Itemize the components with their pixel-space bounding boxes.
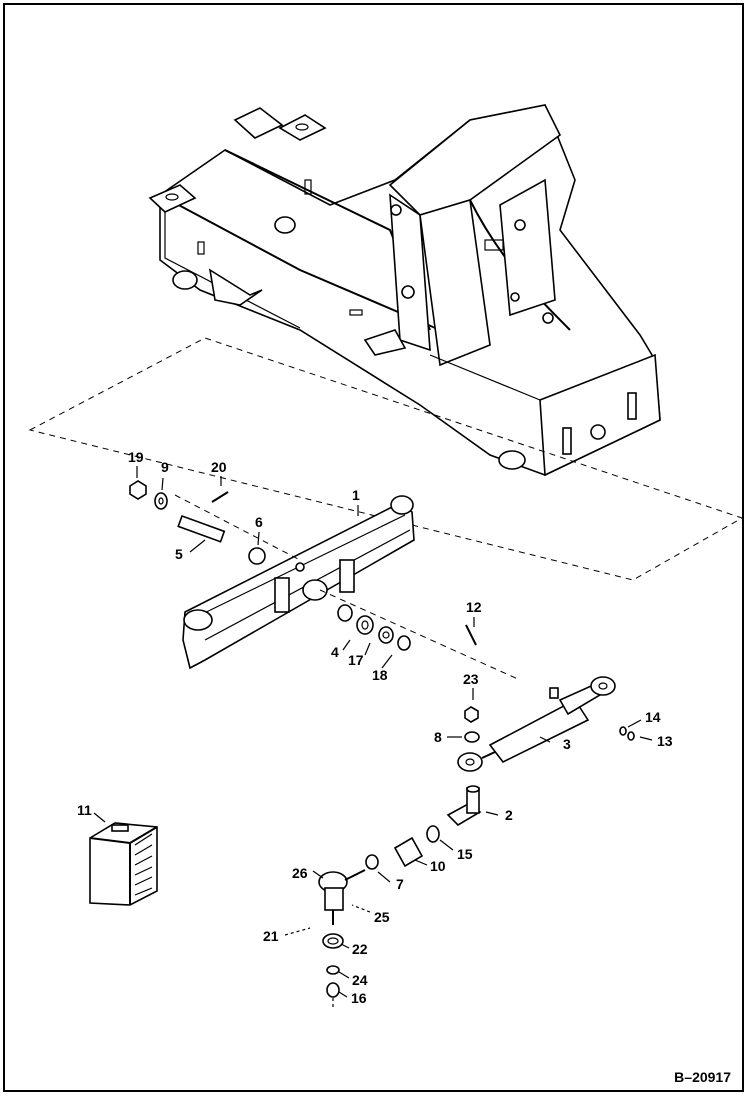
callout-15: 15 bbox=[457, 846, 473, 862]
lower-pin-assembly bbox=[365, 785, 482, 870]
callout-23: 23 bbox=[463, 671, 479, 687]
callout-1: 1 bbox=[352, 487, 360, 503]
nut-23 bbox=[464, 706, 479, 723]
leader-lines bbox=[93, 466, 653, 998]
figure-reference: B–20917 bbox=[674, 1069, 731, 1085]
callout-3: 3 bbox=[563, 736, 571, 752]
lift-arm bbox=[182, 495, 415, 670]
callout-9: 9 bbox=[161, 459, 169, 475]
callout-11: 11 bbox=[77, 802, 92, 818]
callout-8: 8 bbox=[434, 729, 442, 745]
callout-7: 7 bbox=[396, 876, 404, 892]
callout-18: 18 bbox=[372, 667, 388, 683]
callout-25: 25 bbox=[374, 909, 390, 925]
callout-20: 20 bbox=[211, 459, 227, 475]
callout-24: 24 bbox=[352, 972, 368, 988]
callout-6: 6 bbox=[255, 514, 263, 530]
callout-22: 22 bbox=[352, 941, 368, 957]
callout-4: 4 bbox=[331, 644, 339, 660]
decal-box bbox=[89, 822, 158, 906]
washer-8 bbox=[464, 731, 480, 743]
callout-16: 16 bbox=[351, 990, 367, 1006]
rod-end-assembly bbox=[318, 869, 366, 1008]
washer-stack bbox=[337, 604, 411, 651]
callout-21: 21 bbox=[263, 928, 279, 944]
hydraulic-cylinder bbox=[457, 676, 616, 772]
callout-17: 17 bbox=[348, 652, 364, 668]
callout-2: 2 bbox=[505, 807, 513, 823]
callout-12: 12 bbox=[466, 599, 482, 615]
main-frame bbox=[148, 104, 661, 477]
callout-10: 10 bbox=[430, 858, 446, 874]
axis-line bbox=[319, 589, 521, 681]
pivot-pin-group bbox=[129, 480, 266, 565]
callout-19: 19 bbox=[128, 449, 144, 465]
callout-5: 5 bbox=[175, 546, 183, 562]
callouts: 1 2 3 4 5 6 7 8 9 10 11 12 13 14 15 16 1… bbox=[77, 449, 673, 1006]
nut-13 bbox=[627, 731, 635, 741]
washer-14 bbox=[619, 726, 627, 736]
callout-13: 13 bbox=[657, 733, 673, 749]
pin-12 bbox=[465, 624, 477, 646]
callout-26: 26 bbox=[292, 865, 308, 881]
callout-14: 14 bbox=[645, 709, 661, 725]
frame-outline-dashed bbox=[28, 337, 744, 581]
axis-line bbox=[174, 494, 301, 561]
